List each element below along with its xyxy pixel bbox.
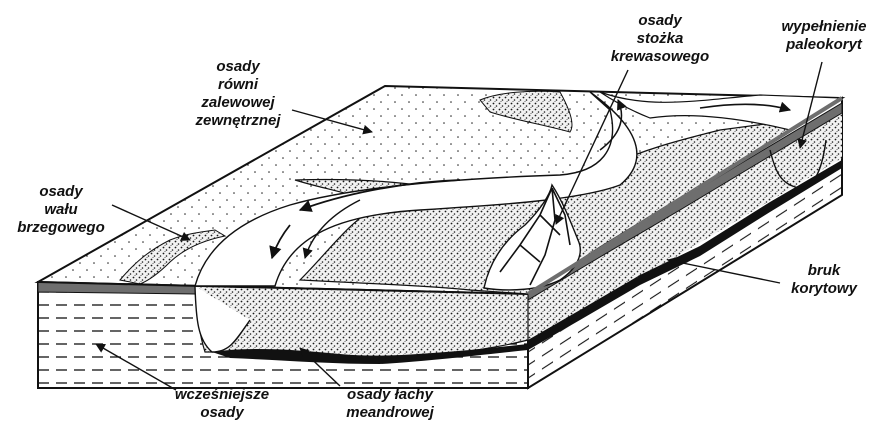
label-floodplain: osady równi zalewowej zewnętrznej (183, 58, 293, 130)
label-floodplain-line3: zalewowej (183, 94, 293, 112)
label-floodplain-line4: zewnętrznej (183, 112, 293, 130)
label-older-line2: osady (162, 404, 282, 422)
label-levee: osady wału brzegowego (6, 183, 116, 237)
label-pointbar-line1: osady łachy (330, 386, 450, 404)
label-paleochannel: wypełnienie paleokoryt (770, 18, 878, 54)
label-splay-line1: osady (600, 12, 720, 30)
label-levee-line3: brzegowego (6, 219, 116, 237)
label-pointbar: osady łachy meandrowej (330, 386, 450, 422)
label-levee-line2: wału (6, 201, 116, 219)
label-lag-line1: bruk (776, 262, 872, 280)
label-older: wcześniejsze osady (162, 386, 282, 422)
label-paleochannel-line2: paleokoryt (770, 36, 878, 54)
label-levee-line1: osady (6, 183, 116, 201)
label-pointbar-line2: meandrowej (330, 404, 450, 422)
label-splay: osady stożka krewasowego (600, 12, 720, 66)
label-splay-line3: krewasowego (600, 48, 720, 66)
label-paleochannel-line1: wypełnienie (770, 18, 878, 36)
label-splay-line2: stożka (600, 30, 720, 48)
label-older-line1: wcześniejsze (162, 386, 282, 404)
label-floodplain-line1: osady (183, 58, 293, 76)
label-lag-line2: korytowy (776, 280, 872, 298)
label-lag: bruk korytowy (776, 262, 872, 298)
label-floodplain-line2: równi (183, 76, 293, 94)
